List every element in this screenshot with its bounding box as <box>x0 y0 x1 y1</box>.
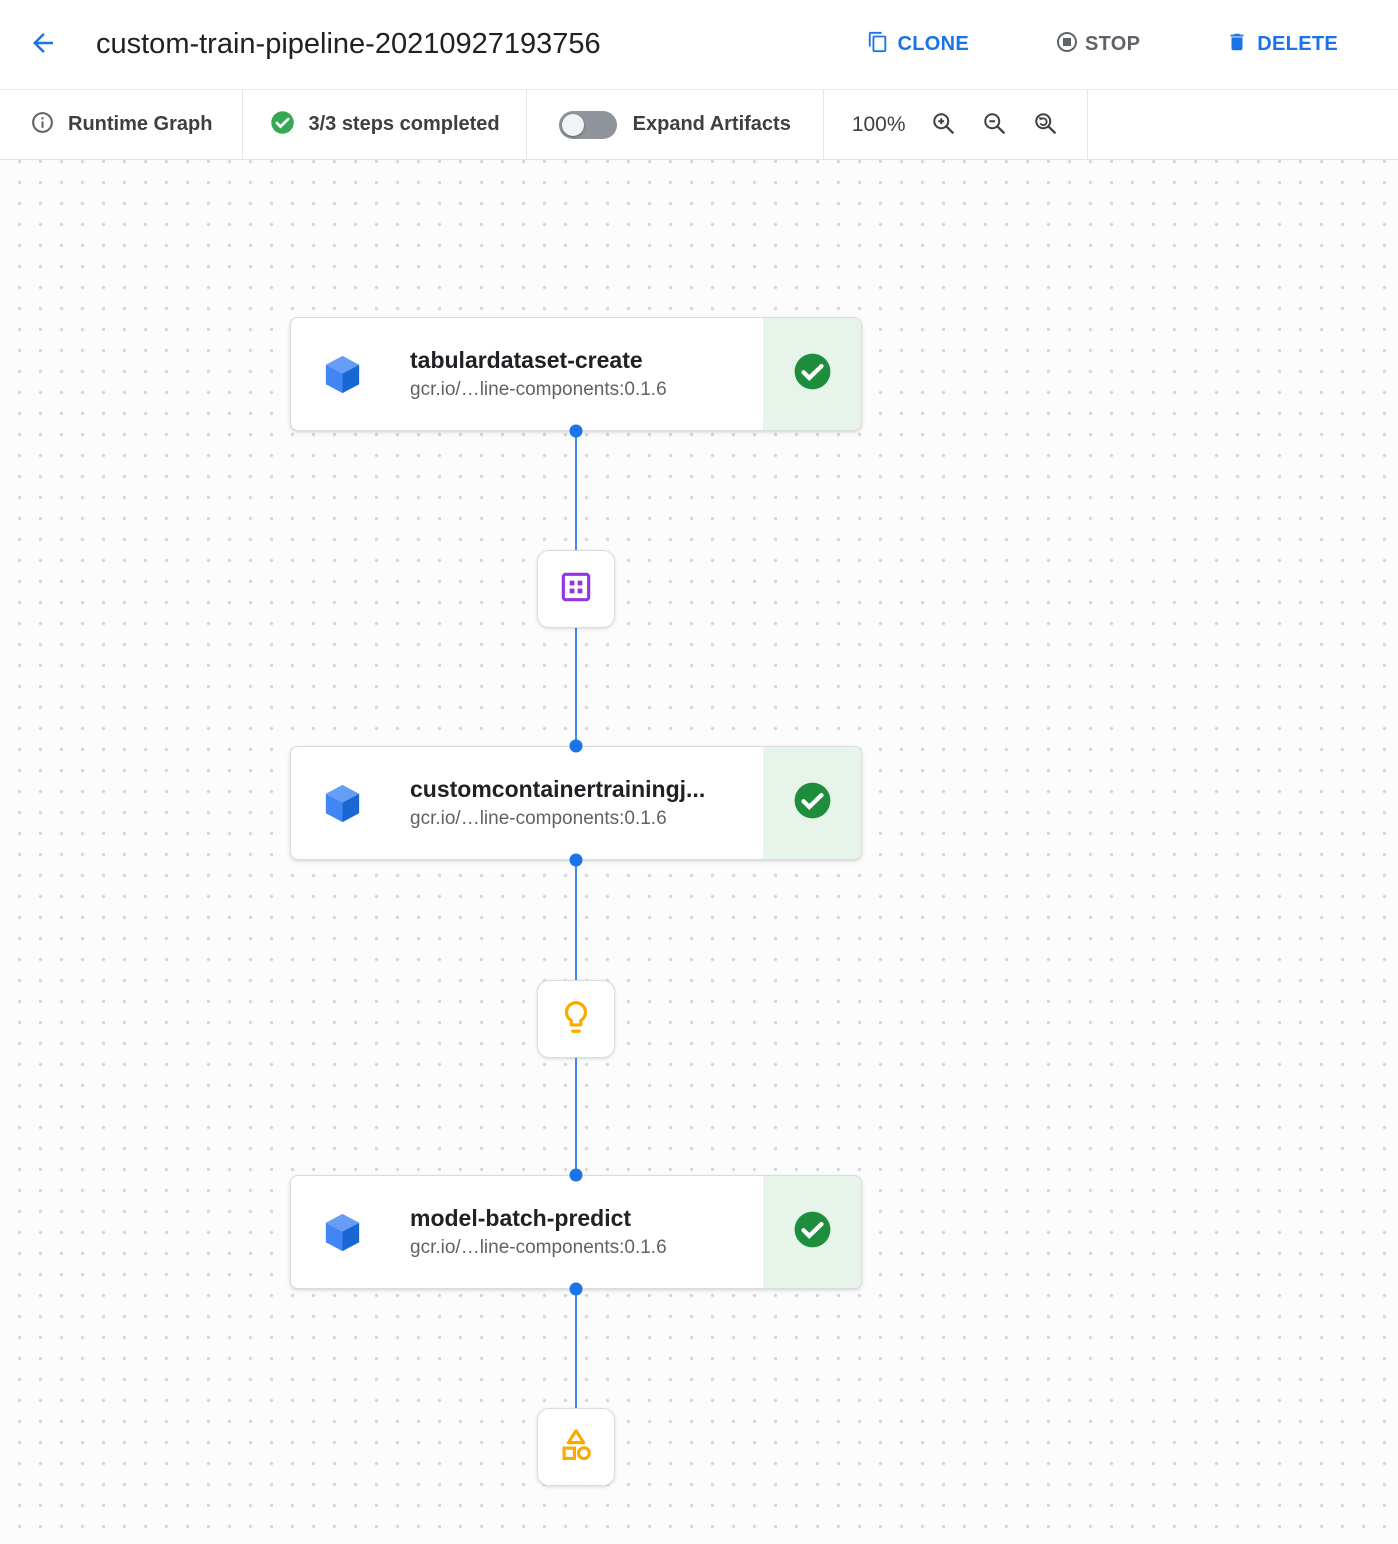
zoom-in-button[interactable] <box>930 110 957 140</box>
pipeline-node-model-batch-predict[interactable]: model-batch-predict gcr.io/…line-compone… <box>290 1175 862 1289</box>
stop-button[interactable]: STOP <box>1049 29 1146 61</box>
clone-button-label: CLONE <box>897 33 969 55</box>
connector-dot <box>569 739 583 753</box>
node-status-panel <box>763 747 861 859</box>
zoom-reset-button[interactable] <box>1032 110 1059 140</box>
runtime-graph-label: Runtime Graph <box>68 113 213 135</box>
clone-button[interactable]: CLONE <box>861 30 976 60</box>
connector-dot <box>569 424 583 438</box>
category-icon <box>557 1426 595 1469</box>
expand-artifacts-section: Expand Artifacts <box>527 90 824 159</box>
info-icon[interactable] <box>30 110 55 140</box>
artifact-node-dataset[interactable] <box>537 550 615 628</box>
lightbulb-icon <box>557 998 595 1041</box>
status-check-icon <box>791 350 834 398</box>
node-text: tabulardataset-create gcr.io/…line-compo… <box>410 347 763 401</box>
zoom-out-icon <box>981 110 1008 140</box>
steps-completed-section: 3/3 steps completed <box>243 90 527 159</box>
expand-artifacts-toggle[interactable] <box>558 110 617 139</box>
delete-button[interactable]: DELETE <box>1220 30 1344 60</box>
toggle-thumb <box>561 113 584 136</box>
node-title: model-batch-predict <box>410 1205 632 1231</box>
component-cube-icon <box>319 1209 366 1256</box>
node-text: model-batch-predict gcr.io/…line-compone… <box>410 1205 763 1259</box>
stop-button-label: STOP <box>1085 33 1141 55</box>
zoom-level: 100% <box>851 112 906 136</box>
status-check-icon <box>791 779 834 827</box>
graph-canvas[interactable]: tabulardataset-create gcr.io/…line-compo… <box>0 160 1398 1544</box>
delete-icon <box>1226 31 1248 59</box>
clone-icon <box>867 31 889 59</box>
dataset-icon <box>557 568 595 611</box>
back-button[interactable] <box>28 28 58 61</box>
node-status-panel <box>763 318 861 430</box>
pipeline-node-customcontainertrainingjob[interactable]: customcontainertrainingj... gcr.io/…line… <box>290 746 862 860</box>
expand-artifacts-label: Expand Artifacts <box>632 113 791 135</box>
edge-node3-artifact3 <box>575 1289 577 1450</box>
node-subtitle: gcr.io/…line-components:0.1.6 <box>410 379 667 400</box>
connector-dot <box>569 1168 583 1182</box>
status-check-icon <box>791 1208 834 1256</box>
connector-dot <box>569 853 583 867</box>
artifact-node-prediction[interactable] <box>537 1408 615 1486</box>
zoom-in-icon <box>930 110 957 140</box>
page-title: custom-train-pipeline-20210927193756 <box>96 28 601 60</box>
artifact-node-model[interactable] <box>537 980 615 1058</box>
check-circle-icon <box>269 109 296 141</box>
delete-button-label: DELETE <box>1257 33 1338 55</box>
node-text: customcontainertrainingj... gcr.io/…line… <box>410 776 763 830</box>
stop-circle-icon <box>1055 30 1079 60</box>
zoom-reset-icon <box>1032 110 1059 140</box>
node-status-panel <box>763 1176 861 1288</box>
node-subtitle: gcr.io/…line-components:0.1.6 <box>410 808 667 829</box>
node-subtitle: gcr.io/…line-components:0.1.6 <box>410 1237 667 1258</box>
steps-completed-label: 3/3 steps completed <box>308 113 500 135</box>
header-actions: CLONE STOP DELETE <box>861 29 1345 61</box>
node-title: tabulardataset-create <box>410 347 643 373</box>
component-cube-icon <box>319 351 366 398</box>
component-cube-icon <box>319 780 366 827</box>
runtime-graph-section: Runtime Graph <box>0 90 244 159</box>
toolbar: Runtime Graph 3/3 steps completed Expand… <box>0 90 1398 160</box>
node-title: customcontainertrainingj... <box>410 776 706 802</box>
zoom-out-button[interactable] <box>981 110 1008 140</box>
arrow-back-icon <box>28 28 58 61</box>
header: custom-train-pipeline-20210927193756 CLO… <box>0 0 1398 90</box>
pipeline-node-tabulardataset-create[interactable]: tabulardataset-create gcr.io/…line-compo… <box>290 317 862 431</box>
zoom-controls-section: 100% <box>824 90 1088 159</box>
connector-dot <box>569 1282 583 1296</box>
